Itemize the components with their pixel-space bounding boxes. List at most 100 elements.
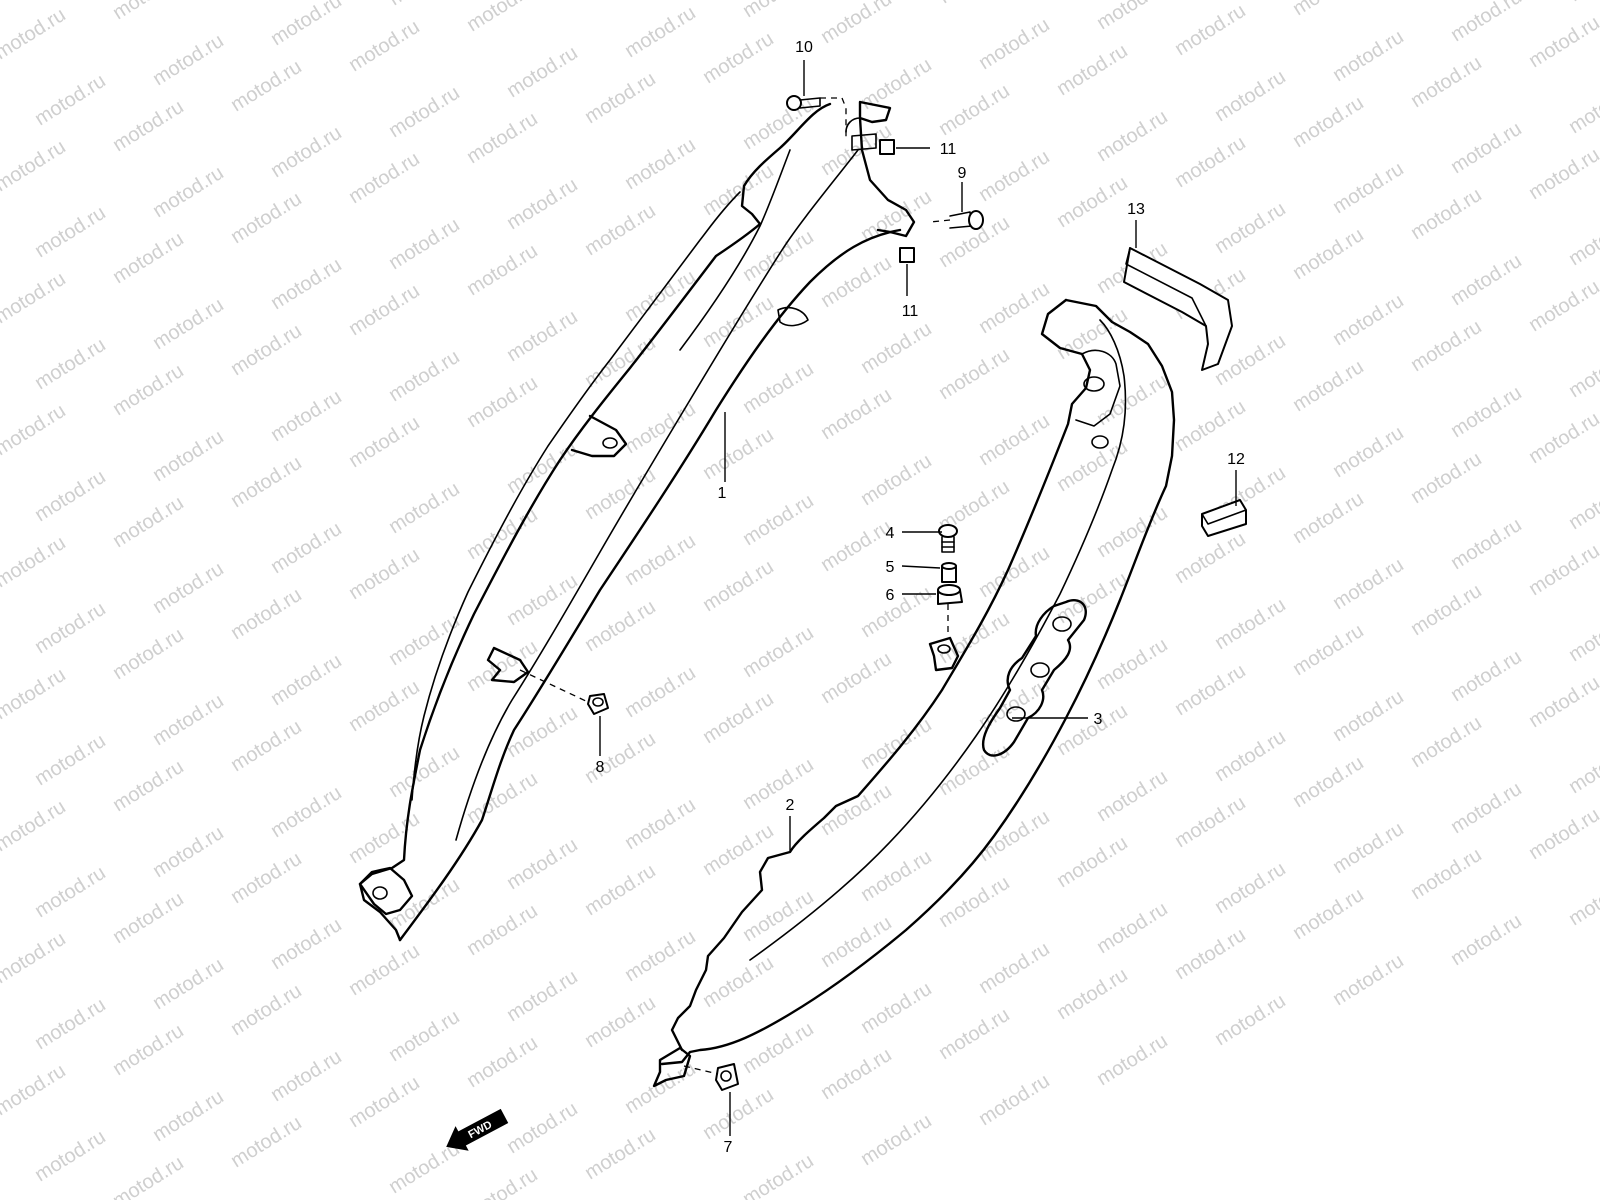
watermark-text: motod.ru — [227, 320, 306, 380]
watermark-text: motod.ru — [0, 268, 70, 328]
watermark-text: motod.ru — [1289, 224, 1368, 284]
watermark-text: motod.ru — [1329, 686, 1408, 746]
grommet-6 — [937, 584, 963, 605]
watermark-text: motod.ru — [581, 68, 660, 128]
watermark-text: motod.ru — [1093, 0, 1172, 34]
watermark-text: motod.ru — [739, 490, 818, 550]
watermark-text: motod.ru — [857, 714, 936, 774]
watermark-text: motod.ru — [1407, 448, 1486, 508]
watermark-text: motod.ru — [31, 862, 110, 922]
watermark-text: motod.ru — [267, 0, 346, 50]
watermark-text: motod.ru — [817, 384, 896, 444]
watermark-text: motod.ru — [149, 294, 228, 354]
watermark-text: motod.ru — [581, 200, 660, 260]
watermark-text: motod.ru — [0, 532, 70, 592]
watermark-text: motod.ru — [149, 30, 228, 90]
watermark-text: motod.ru — [267, 518, 346, 578]
watermark-text: motod.ru — [31, 994, 110, 1054]
watermark-text: motod.ru — [227, 188, 306, 248]
watermark-text: motod.ru — [463, 504, 542, 564]
watermark-text: motod.ru — [149, 822, 228, 882]
watermark-text: motod.ru — [0, 400, 70, 460]
watermark-text: motod.ru — [1289, 884, 1368, 944]
watermark-text: motod.ru — [1329, 158, 1408, 218]
watermark-text: motod.ru — [385, 346, 464, 406]
watermark-text: motod.ru — [621, 2, 700, 62]
watermark-text: motod.ru — [1211, 594, 1290, 654]
watermark-text: motod.ru — [1329, 290, 1408, 350]
watermark-text: motod.ru — [581, 596, 660, 656]
watermark-text: motod.ru — [1211, 198, 1290, 258]
watermark-text: motod.ru — [109, 756, 188, 816]
watermark-text: motod.ru — [503, 42, 582, 102]
watermark-text: motod.ru — [1171, 528, 1250, 588]
watermark-text: motod.ru — [975, 806, 1054, 866]
watermark-text: motod.ru — [975, 14, 1054, 74]
watermark-text: motod.ru — [1093, 502, 1172, 562]
watermark-text: motod.ru — [109, 624, 188, 684]
watermark-text: motod.ru — [31, 1126, 110, 1186]
watermark-text: motod.ru — [817, 912, 896, 972]
watermark-text: motod.ru — [817, 1044, 896, 1104]
watermark-text: motod.ru — [857, 450, 936, 510]
watermark-text: motod.ru — [975, 938, 1054, 998]
clip-11-top — [879, 139, 895, 155]
watermark-text: motod.ru — [857, 846, 936, 906]
watermark-text: motod.ru — [699, 820, 778, 880]
watermark-text: motod.ru — [1171, 0, 1250, 60]
watermark-text: motod.ru — [31, 598, 110, 658]
watermark-text: motod.ru — [1289, 92, 1368, 152]
assembly-line-9 — [929, 219, 951, 223]
watermark-text: motod.ru — [975, 146, 1054, 206]
callout-10: 10 — [795, 39, 813, 56]
watermark-text: motod.ru — [1329, 818, 1408, 878]
watermark-text: motod.ru — [1289, 620, 1368, 680]
watermark-text: motod.ru — [857, 318, 936, 378]
watermark-text: motod.ru — [935, 1004, 1014, 1064]
watermark-text: motod.ru — [345, 544, 424, 604]
watermark-text: motod.ru — [463, 240, 542, 300]
watermark-text: motod.ru — [503, 834, 582, 894]
callout-7: 7 — [724, 1139, 733, 1156]
watermark-text: motod.ru — [345, 412, 424, 472]
watermark-text: motod.ru — [1053, 964, 1132, 1024]
watermark-text: motod.ru — [581, 728, 660, 788]
watermark-text: motod.ru — [621, 134, 700, 194]
watermark-text: motod.ru — [503, 966, 582, 1026]
watermark-text: motod.ru — [857, 978, 936, 1038]
watermark-text: motod.ru — [699, 1084, 778, 1144]
callout-6: 6 — [886, 587, 895, 604]
watermark-text: motod.ru — [857, 1110, 936, 1170]
watermark-text: motod.ru — [109, 0, 188, 24]
screw-4 — [938, 524, 958, 553]
watermark-text: motod.ru — [1329, 26, 1408, 86]
watermark-text: motod.ru — [149, 1086, 228, 1146]
watermark-text: motod.ru — [267, 1046, 346, 1106]
nut-8 — [587, 693, 609, 715]
watermark-text: motod.ru — [699, 688, 778, 748]
nut-7 — [715, 1063, 739, 1091]
assembly-line-10 — [820, 97, 847, 140]
watermark-text: motod.ru — [227, 56, 306, 116]
watermark-text: motod.ru — [1329, 422, 1408, 482]
callout-9: 9 — [958, 165, 967, 182]
watermark-text: motod.ru — [385, 478, 464, 538]
watermark-text: motod.ru — [975, 410, 1054, 470]
watermark-text: motod.ru — [0, 1060, 70, 1120]
watermark-text: motod.ru — [1211, 726, 1290, 786]
watermark-text: motod.ru — [1171, 660, 1250, 720]
watermark-text: motod.ru — [267, 386, 346, 446]
collar-5 — [941, 562, 957, 583]
watermark-text: motod.ru — [1171, 132, 1250, 192]
watermark-text: motod.ru — [149, 162, 228, 222]
watermark-text: motod.ru — [1407, 712, 1486, 772]
watermark-text: motod.ru — [581, 464, 660, 524]
watermark-text: motod.ru — [109, 360, 188, 420]
watermark-text: motod.ru — [385, 0, 464, 10]
watermark-text: motod.ru — [0, 928, 70, 988]
watermark-text: motod.ru — [0, 136, 70, 196]
watermark-text: motod.ru — [857, 186, 936, 246]
assembly-line-7 — [683, 1065, 719, 1075]
